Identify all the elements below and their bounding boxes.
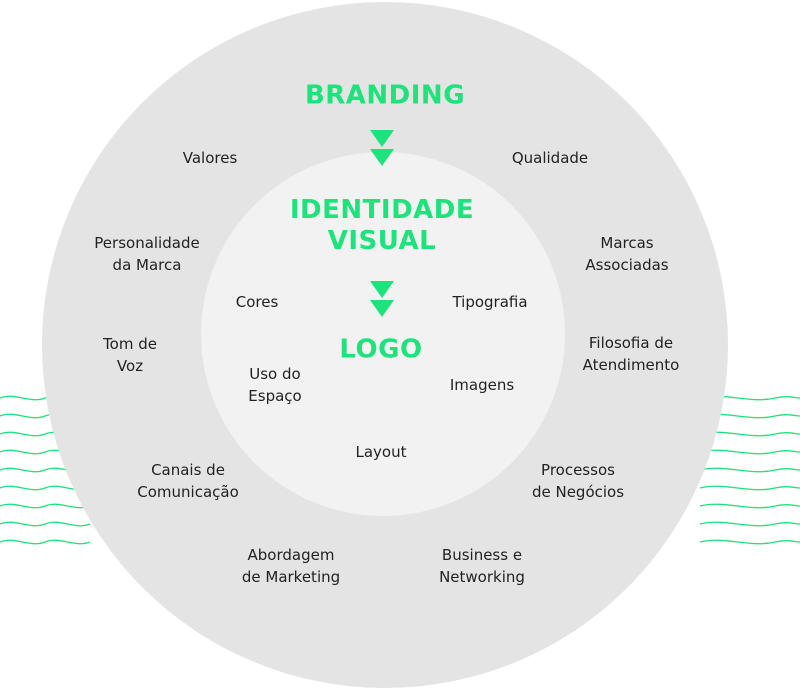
item-valores: Valores [182,149,238,167]
item-canais-de-comunicacao: Canais de Comunicação [137,461,239,501]
wave-lines-left [0,395,91,545]
item-qualidade: Qualidade [511,149,589,167]
branding-title: BRANDING [304,80,466,111]
item-processos-de-negocios: Processos de Negócios [531,461,625,501]
logo-title: LOGO [339,334,423,365]
identity-circle [201,152,565,516]
item-personalidade-da-marca: Personalidade da Marca [94,234,200,274]
item-layout: Layout [355,443,407,461]
double-chevron-down-icon [370,281,394,317]
item-business-e-networking: Business e Networking [439,546,525,586]
item-uso-do-espaco: Uso do Espaço [248,365,302,405]
item-abordagem-de-marketing: Abordagem de Marketing [241,546,341,586]
double-chevron-down-icon [370,130,394,166]
item-marcas-associadas: Marcas Associadas [585,234,669,274]
item-tipografia: Tipografia [452,293,528,311]
item-tom-de-voz: Tom de Voz [103,335,157,375]
item-cores: Cores [235,293,279,311]
identidade-visual-title: IDENTIDADE VISUAL [289,195,475,256]
item-imagens: Imagens [449,376,515,394]
item-filosofia-de-atendimento: Filosofia de Atendimento [582,334,680,374]
